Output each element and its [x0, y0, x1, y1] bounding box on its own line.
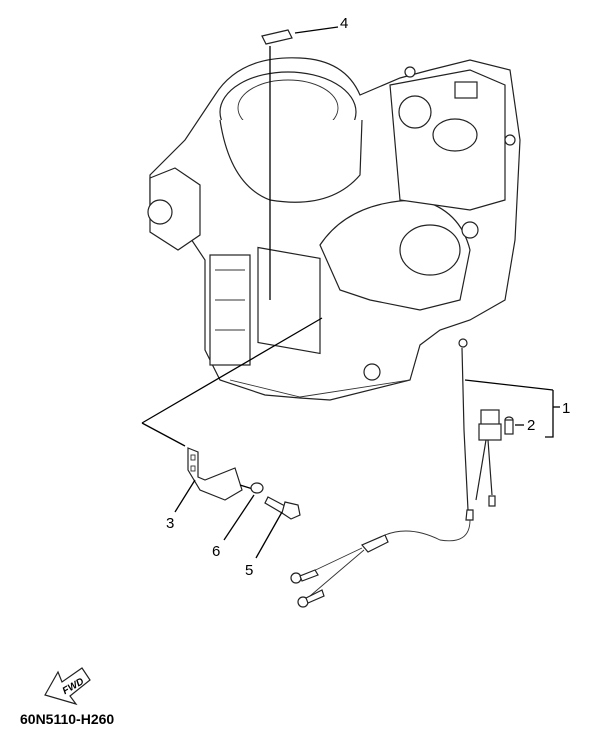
callout-1: 1: [562, 400, 570, 417]
callout-6: 6: [212, 543, 220, 560]
fwd-arrow-icon: FWD: [44, 667, 91, 706]
callout-4: 4: [340, 15, 348, 32]
part-4-screw: [261, 26, 339, 300]
engine-block: [147, 57, 521, 401]
part-1-wire-harness: [290, 338, 560, 608]
part-3-bracket: [141, 317, 323, 513]
part-6-washer: [223, 482, 264, 541]
callout-5: 5: [245, 562, 253, 579]
callout-3: 3: [166, 515, 174, 532]
callout-2: 2: [527, 417, 535, 434]
part-5-bolt: [255, 496, 301, 559]
drawing-code: 60N5110-H260: [20, 711, 114, 727]
